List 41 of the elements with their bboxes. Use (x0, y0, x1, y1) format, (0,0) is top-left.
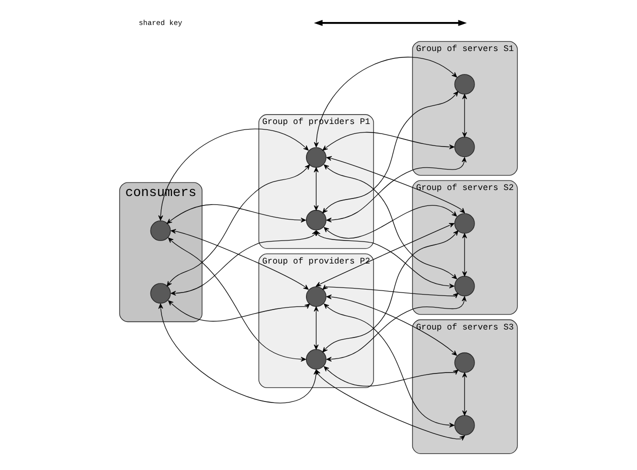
arrow (324, 164, 457, 280)
arrow (322, 230, 458, 352)
node-circle (306, 286, 326, 307)
arrow (462, 94, 467, 138)
arrow (314, 56, 457, 148)
arrow (322, 91, 458, 214)
arrow (316, 370, 465, 441)
arrow (166, 164, 310, 286)
cluster: Group of servers S3 (412, 319, 518, 454)
arrow (462, 233, 467, 276)
arrow (462, 372, 467, 416)
arrow (324, 204, 457, 239)
arrow (168, 238, 306, 362)
node-circle (454, 276, 475, 296)
node-circle (150, 283, 171, 304)
node-circle (454, 352, 475, 373)
arrow (158, 128, 309, 220)
node-circle (454, 213, 475, 234)
arrow (170, 228, 309, 290)
node-circle (306, 210, 326, 230)
arrow (326, 156, 465, 214)
arrow (166, 204, 306, 224)
arrow (322, 132, 454, 151)
arrow (322, 284, 458, 298)
arrow (326, 157, 467, 222)
arrow (314, 167, 319, 210)
node-circle (306, 349, 326, 370)
cluster: Group of servers S1 (412, 41, 518, 176)
arrow (324, 304, 454, 428)
node-circle (454, 136, 475, 158)
cluster: Group of servers S2 (412, 180, 518, 315)
cluster: Group of providers P2 (258, 253, 374, 388)
node-circle (306, 147, 326, 168)
arrow (326, 296, 467, 362)
arrow (324, 366, 458, 386)
arrow (168, 300, 310, 322)
node-circle (454, 415, 475, 436)
node-circle (150, 220, 171, 241)
node-circle (454, 74, 475, 94)
arrow (314, 306, 319, 350)
arrow (326, 294, 457, 356)
